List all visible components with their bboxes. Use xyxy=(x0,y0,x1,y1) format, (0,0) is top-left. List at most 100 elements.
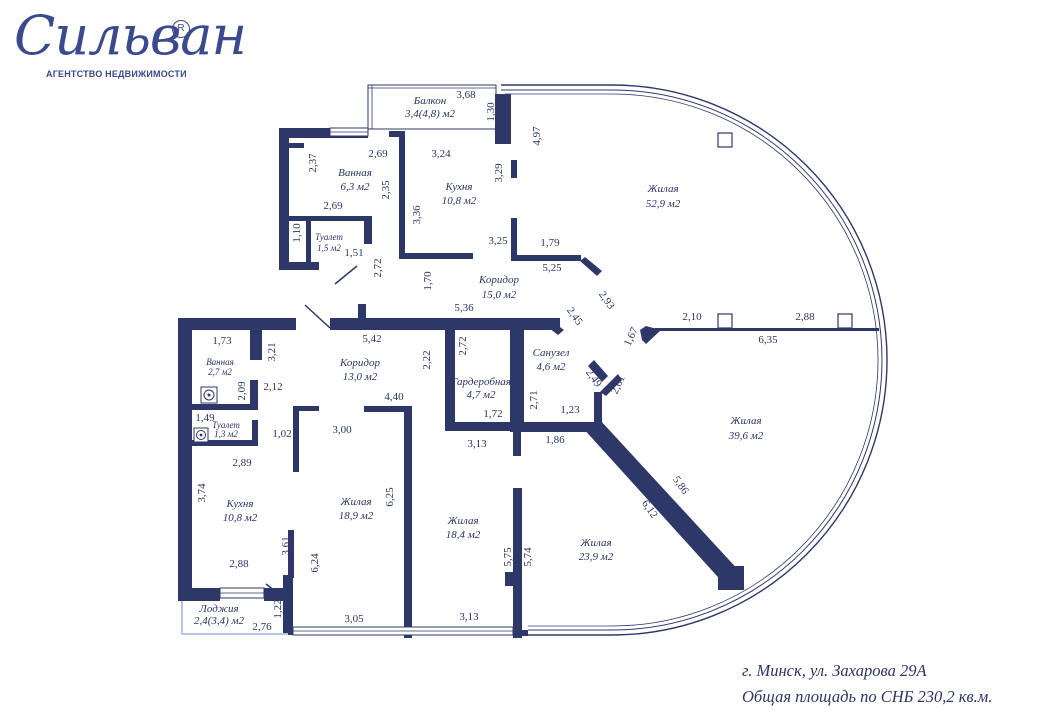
wall xyxy=(540,318,564,335)
dimension-label: 2,88 xyxy=(795,311,815,323)
room-name: Жилая xyxy=(446,515,478,527)
room-name: Коридор xyxy=(339,357,380,369)
wall xyxy=(399,253,473,259)
wall xyxy=(289,143,304,148)
logo-wordmark: Сильван xyxy=(14,4,247,67)
dimension-label: 3,61 xyxy=(280,536,292,555)
dimension-label: 1,02 xyxy=(272,428,291,440)
room-area: 10,8 м2 xyxy=(442,195,477,207)
dimension-labels: 3,68 1,30 4,97 2,37 2,69 3,24 2,35 3,29 … xyxy=(195,89,815,633)
dimension-label: 1,70 xyxy=(422,271,434,291)
room-name: Кухня xyxy=(225,498,253,510)
dimension-label: 1,72 xyxy=(483,408,502,420)
dimension-label: 2,76 xyxy=(252,621,272,633)
wall xyxy=(594,392,602,428)
wall xyxy=(404,406,412,638)
dimension-label: 2,72 xyxy=(457,336,469,355)
dimension-label: 2,45 xyxy=(564,305,585,328)
wall xyxy=(513,488,522,638)
loggia-outline xyxy=(181,601,288,635)
wall xyxy=(399,131,405,259)
room-name: Коридор xyxy=(478,274,519,286)
address-line: г. Минск, ул. Захарова 29А xyxy=(742,661,927,680)
door-leaf xyxy=(265,583,285,599)
logo-subtitle: АГЕНТСТВО НЕДВИЖИМОСТИ xyxy=(46,69,187,79)
dimension-label: 1,10 xyxy=(291,223,303,243)
wall xyxy=(306,216,311,270)
dimension-label: 1,49 xyxy=(195,412,215,424)
wall xyxy=(288,530,294,578)
dimension-label: 3,36 xyxy=(411,205,423,225)
room-area: 2,4(3,4) м2 xyxy=(194,615,245,627)
dimension-label: 2,61 xyxy=(609,373,628,396)
wall xyxy=(178,318,192,601)
room-name: Санузел xyxy=(533,347,570,359)
wall xyxy=(252,420,258,446)
column-icon xyxy=(717,313,733,329)
room-area: 1,3 м2 xyxy=(214,429,238,439)
dimension-label: 1,30 xyxy=(485,102,497,122)
dimension-label: 2,37 xyxy=(307,153,319,173)
wall xyxy=(510,320,524,432)
ventilation-fan-icon xyxy=(193,427,209,443)
wall xyxy=(358,304,366,320)
wall xyxy=(283,575,293,635)
wall xyxy=(279,128,368,138)
dimension-label: 2,71 xyxy=(528,390,540,409)
room-area: 4,7 м2 xyxy=(466,389,496,401)
room-area: 4,6 м2 xyxy=(536,361,566,373)
room-area: 18,4 м2 xyxy=(446,529,481,541)
dimension-label: 1,73 xyxy=(212,335,232,347)
dimension-label: 3,21 xyxy=(266,342,278,361)
dimension-label: 6,35 xyxy=(758,334,778,346)
room-name: Ванная xyxy=(338,167,372,179)
wall xyxy=(364,406,410,412)
dimension-label: 6,24 xyxy=(309,553,321,573)
wall xyxy=(330,318,560,330)
dimension-label: 2,89 xyxy=(232,457,252,469)
room-area: 15,0 м2 xyxy=(482,289,517,301)
room-name: Жилая xyxy=(339,496,371,508)
room-name: Кухня xyxy=(444,181,472,193)
dimension-label: 3,13 xyxy=(467,438,487,450)
room-name: Балкон xyxy=(413,95,447,107)
dimension-label: 6,25 xyxy=(384,487,396,507)
door-leaf xyxy=(334,265,358,285)
wall xyxy=(293,406,319,411)
registered-mark-icon: R xyxy=(172,20,190,38)
wall xyxy=(600,374,622,396)
dimension-label: 3,24 xyxy=(431,148,451,160)
dimension-label: 2,10 xyxy=(682,311,702,323)
wall xyxy=(445,422,517,431)
wall xyxy=(588,360,608,382)
dimension-label: 4,97 xyxy=(531,126,543,146)
wall xyxy=(505,572,517,586)
room-area: 13,0 м2 xyxy=(343,371,378,383)
dimension-label: 4,40 xyxy=(384,391,404,403)
dimension-label: 5,86 xyxy=(670,474,691,497)
room-name: Туалет xyxy=(315,232,343,242)
room-name: Гардеробная xyxy=(450,376,511,388)
dimension-label: 1,79 xyxy=(540,237,560,249)
wall xyxy=(192,404,256,410)
wall xyxy=(364,216,372,244)
dimension-label: 5,74 xyxy=(522,547,534,567)
ventilation-fan-icon xyxy=(200,386,218,404)
wall xyxy=(178,318,296,330)
dimension-label: 1,22 xyxy=(272,599,284,618)
wall xyxy=(495,94,501,144)
dimension-label: 3,00 xyxy=(332,424,352,436)
dimension-label: 2,88 xyxy=(229,558,249,570)
dimension-label: 2,35 xyxy=(380,180,392,200)
room-area: 2,7 м2 xyxy=(208,367,232,377)
dimension-label: 1,86 xyxy=(545,434,565,446)
dimension-label: 2,12 xyxy=(263,381,282,393)
wall xyxy=(264,588,288,601)
room-area: 10,8 м2 xyxy=(223,512,258,524)
wall xyxy=(510,422,600,432)
room-labels: Балкон 3,4(4,8) м2 Ванная 6,3 м2 Кухня 1… xyxy=(194,95,764,627)
dimension-label: 1,67 xyxy=(622,325,641,348)
wall xyxy=(279,262,319,270)
room-name: Жилая xyxy=(729,415,761,427)
wall xyxy=(286,216,372,221)
